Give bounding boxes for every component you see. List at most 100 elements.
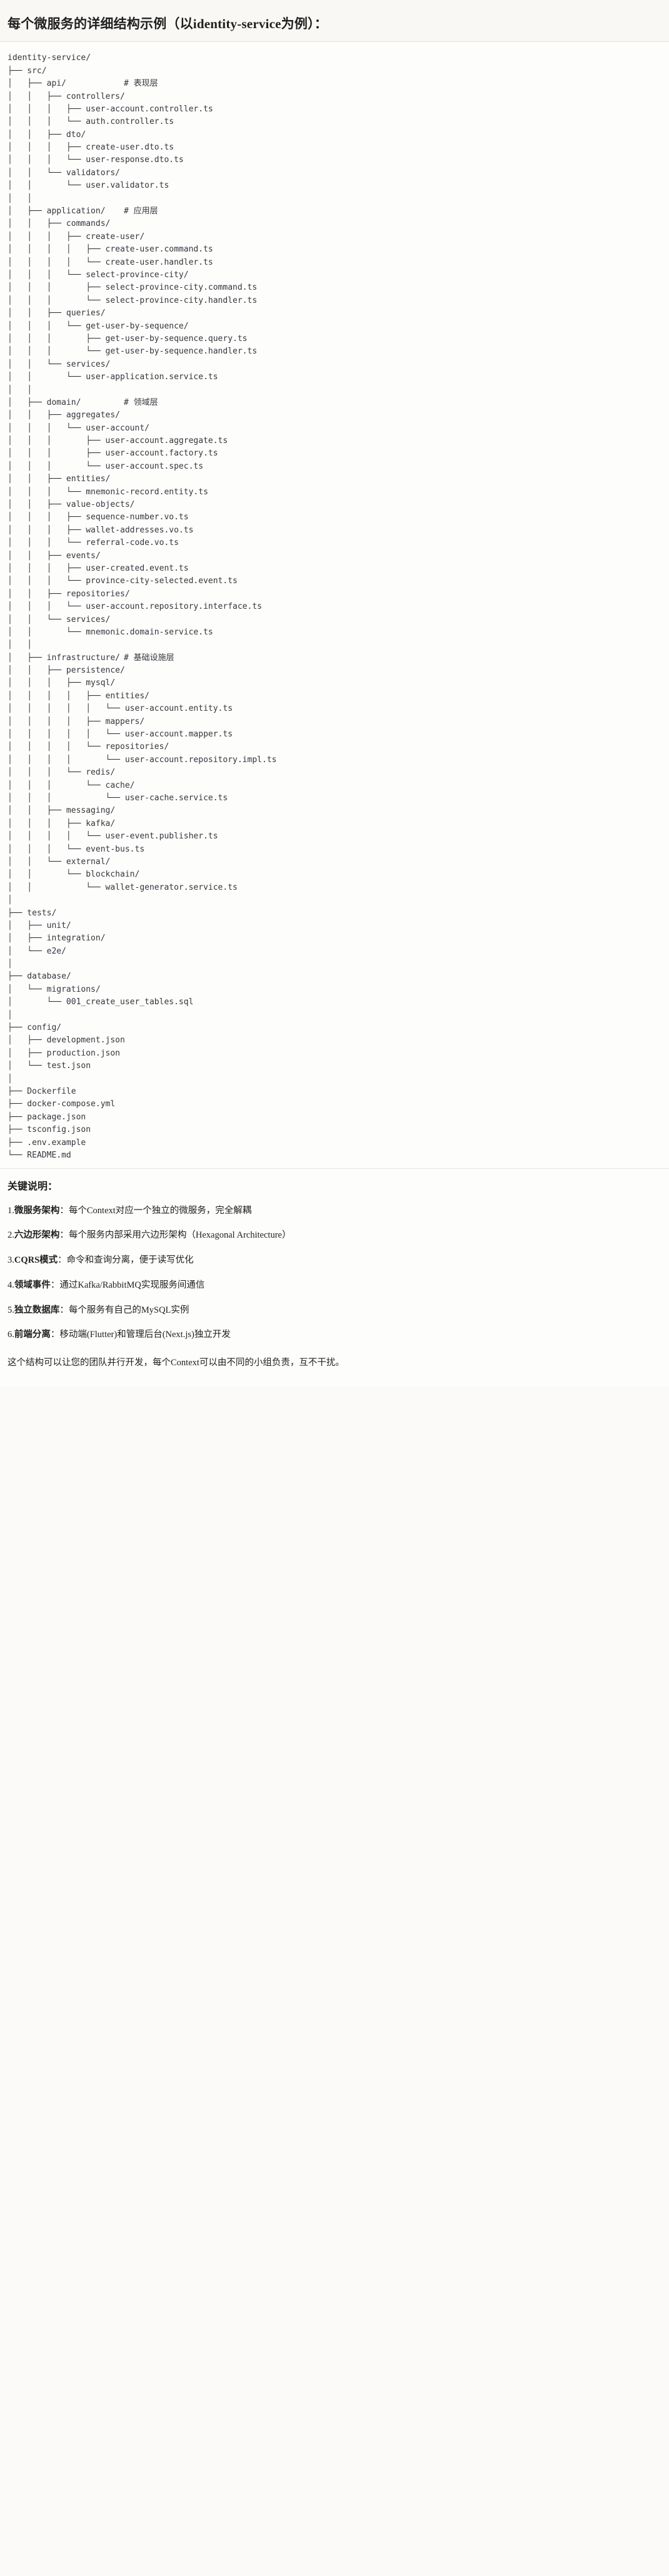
tree-node-path: │ └── 001_create_user_tables.sql: [8, 997, 194, 1007]
tree-line: │ │ │ └── redis/: [8, 766, 661, 779]
tree-line: │ │ │ └── user-cache.service.ts: [8, 792, 661, 805]
key-note-item: 4.领域事件：通过Kafka/RabbitMQ实现服务间通信: [8, 1279, 661, 1293]
tree-line: │ │ │ │ ├── mappers/: [8, 716, 661, 728]
tree-node-path: │ │ ├── queries/: [8, 308, 106, 318]
tree-line: │ │ │ └── select-province-city.handler.t…: [8, 295, 661, 307]
tree-line: │ ├── domain/ # 领域层: [8, 397, 661, 409]
tree-line: ├── src/: [8, 65, 661, 78]
document-header: 每个微服务的详细结构示例（以identity-service为例）：: [0, 0, 669, 43]
tree-node-path: │ │ │ ├── wallet-addresses.vo.ts: [8, 525, 194, 535]
tree-line: │ │ │ └── auth.controller.ts: [8, 116, 661, 128]
tree-node-path: │ │ │ │ └── create-user.handler.ts: [8, 257, 213, 267]
key-note-separator: ：: [50, 1280, 60, 1290]
key-note-term: CQRS模式: [14, 1255, 58, 1266]
tree-layer-comment: # 应用层: [124, 206, 158, 216]
tree-node-path: │ │ ├── persistence/: [8, 666, 125, 676]
key-note-description: 命令和查询分离，便于读写优化: [66, 1255, 194, 1266]
key-note-number: 5.: [8, 1305, 14, 1315]
tree-line: │ │ └── validators/: [8, 167, 661, 180]
tree-line: │: [8, 1073, 661, 1086]
tree-line: │ │ │ └── user-response.dto.ts: [8, 154, 661, 166]
key-note-separator: ：: [59, 1230, 69, 1241]
tree-layer-comment: # 基础设施层: [124, 653, 174, 663]
tree-line: │ │ ├── messaging/: [8, 805, 661, 817]
tree-node-path: │ │ └── mnemonic.domain-service.ts: [8, 627, 213, 637]
tree-line: ├── database/: [8, 970, 661, 983]
tree-node-path: │ │ │ ├── create-user/: [8, 232, 145, 242]
tree-node-path: │ │ ├── controllers/: [8, 91, 125, 101]
tree-line: │: [8, 958, 661, 970]
tree-node-path: │ │ │ │ ├── mappers/: [8, 716, 145, 726]
tree-line: │ │ │ └── cache/: [8, 780, 661, 792]
tree-node-path: │ ├── production.json: [8, 1048, 121, 1058]
key-note-term: 前端分离: [14, 1330, 51, 1340]
tree-node-path: │ │ │ └── user-account.spec.ts: [8, 461, 204, 471]
tree-node-path: │ ├── infrastructure/: [8, 653, 121, 663]
tree-node-path: ├── docker-compose.yml: [8, 1099, 116, 1109]
tree-node-path: │ │ │ │ ├── create-user.command.ts: [8, 245, 213, 255]
tree-line: │ │ │ └── select-province-city/: [8, 269, 661, 282]
tree-node-path: │ │ └── wallet-generator.service.ts: [8, 882, 238, 892]
tree-line: │ │ │ ├── mysql/: [8, 677, 661, 690]
tree-node-path: │ │ │ └── event-bus.ts: [8, 844, 145, 854]
key-note-number: 3.: [8, 1255, 14, 1266]
tree-node-path: ├── Dockerfile: [8, 1086, 76, 1096]
tree-line: │ │ ├── events/: [8, 550, 661, 563]
tree-node-path: │ │ │ ├── user-account.factory.ts: [8, 449, 218, 459]
key-note-term: 独立数据库: [14, 1305, 60, 1315]
tree-line: │ ├── application/ # 应用层: [8, 205, 661, 218]
tree-line: │ └── test.json: [8, 1060, 661, 1072]
tree-node-path: │ │ ├── messaging/: [8, 806, 116, 816]
tree-node-path: │ │ └── validators/: [8, 168, 121, 178]
tree-line: │: [8, 1009, 661, 1022]
tree-line: │ │ │ ├── wallet-addresses.vo.ts: [8, 524, 661, 537]
tree-node-path: │ └── e2e/: [8, 946, 66, 956]
tree-node-path: │ │ │ ├── sequence-number.vo.ts: [8, 512, 189, 522]
tree-layer-comment: # 领域层: [124, 397, 158, 407]
tree-node-path: │ │ │ ├── user-account.controller.ts: [8, 104, 213, 114]
tree-line: │ │: [8, 193, 661, 205]
tree-layer-comment: # 表现层: [124, 79, 158, 89]
tree-node-path: ├── package.json: [8, 1112, 86, 1122]
tree-line: │ ├── production.json: [8, 1047, 661, 1060]
tree-node-path: │ ├── integration/: [8, 934, 106, 944]
tree-line: │ │ ├── queries/: [8, 307, 661, 320]
tree-node-path: │ │ │ └── user-cache.service.ts: [8, 793, 228, 803]
tree-node-path: │: [8, 959, 13, 969]
tree-line: │ ├── development.json: [8, 1034, 661, 1047]
tree-node-path: │ │ │ │ ├── entities/: [8, 691, 149, 701]
tree-line: │ │ │ └── mnemonic-record.entity.ts: [8, 486, 661, 499]
tree-line: │ │ │ │ │ └── user-account.mapper.ts: [8, 728, 661, 741]
tree-node-path: ├── config/: [8, 1023, 62, 1033]
tree-node-path: │ │ │ ├── create-user.dto.ts: [8, 143, 174, 153]
tree-line: │ │ └── blockchain/: [8, 868, 661, 881]
tree-line: │ │ ├── commands/: [8, 218, 661, 230]
tree-node-path: │ ├── development.json: [8, 1036, 125, 1046]
key-note-number: 4.: [8, 1280, 14, 1290]
tree-node-path: │ │ │ └── cache/: [8, 780, 135, 790]
tree-node-path: │ │ ├── events/: [8, 551, 101, 561]
tree-node-path: │ │ ├── aggregates/: [8, 410, 121, 420]
key-note-description: 每个Context对应一个独立的微服务，完全解耦: [68, 1205, 252, 1216]
tree-line: ├── Dockerfile: [8, 1086, 661, 1098]
tree-node-path: │ ├── domain/: [8, 397, 81, 407]
tree-node-path: │ │ └── services/: [8, 614, 111, 624]
key-note-separator: ：: [59, 1305, 69, 1315]
tree-node-path: │ ├── application/: [8, 206, 106, 216]
tree-node-path: ├── database/: [8, 972, 71, 982]
tree-line: │ ├── api/# 表现层: [8, 78, 661, 90]
tree-node-path: │ │ │ └── user-account/: [8, 423, 149, 433]
tree-node-path: ├── tests/: [8, 908, 57, 918]
tree-line: ├── .env.example: [8, 1137, 661, 1149]
tree-node-path: │: [8, 1010, 13, 1020]
tree-node-path: │ │ ├── entities/: [8, 474, 111, 484]
tree-line: │ │ │ ├── user-account.aggregate.ts: [8, 435, 661, 447]
tree-line: │ │ │ │ ├── create-user.command.ts: [8, 243, 661, 256]
tree-node-path: │ │ └── services/: [8, 359, 111, 369]
tree-node-path: │ │ │ ├── get-user-by-sequence.query.ts: [8, 333, 248, 344]
tree-node-path: │ │ │ └── get-user-by-sequence/: [8, 321, 189, 331]
tree-line: ├── config/: [8, 1022, 661, 1034]
tree-line: │ │ │ └── get-user-by-sequence.handler.t…: [8, 345, 661, 358]
tree-node-path: │ │ │ ├── user-account.aggregate.ts: [8, 436, 228, 446]
